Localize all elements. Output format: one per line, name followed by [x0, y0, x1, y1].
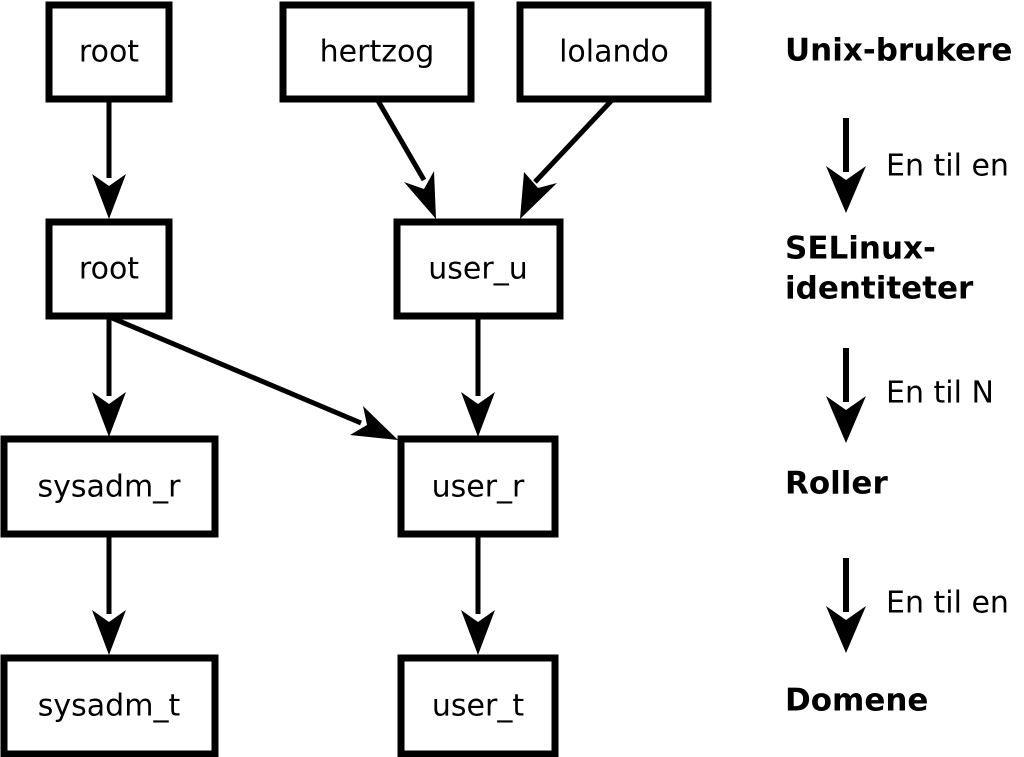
legend-level-selinux-identities-line2: identiteter	[785, 271, 974, 307]
node-unix-hertzog[interactable]: hertzog	[279, 1, 475, 103]
edge-sysadm-r-to-sysadm-t	[92, 537, 126, 655]
node-label: user_t	[432, 689, 524, 724]
legend-relation-label-2: En til N	[886, 376, 994, 411]
legend-relation-label-1: En til en	[886, 149, 1009, 184]
legend-level-domains: Domene	[785, 683, 928, 719]
node-unix-lolando[interactable]: lolando	[516, 1, 712, 103]
node-label: user_u	[428, 252, 527, 287]
node-label: root	[79, 252, 139, 287]
node-domain-sysadm-t[interactable]: sysadm_t	[0, 654, 219, 757]
legend-arrow-one-to-n	[826, 348, 866, 443]
edge-unix-root-to-id-root	[92, 99, 126, 219]
node-identity-root[interactable]: root	[45, 218, 173, 320]
node-label: sysadm_r	[38, 470, 182, 505]
legend-arrow-one-to-one-1	[826, 118, 866, 213]
edge-id-root-to-sysadm-r	[92, 318, 126, 437]
legend-column: Unix-brukere En til en SELinux- identite…	[785, 33, 1012, 719]
legend-level-roles: Roller	[785, 466, 888, 502]
legend-level-unix-users: Unix-brukere	[785, 33, 1012, 69]
edge-id-root-to-user-r	[111, 315, 398, 440]
node-label: lolando	[559, 35, 669, 70]
node-unix-root[interactable]: root	[45, 1, 173, 103]
legend-arrow-one-to-one-2	[826, 558, 866, 653]
legend-relation-label-3: En til en	[886, 586, 1009, 621]
node-label: user_r	[432, 470, 525, 505]
node-label: root	[79, 35, 139, 70]
edge-group	[92, 97, 615, 655]
node-role-sysadm-r[interactable]: sysadm_r	[0, 435, 219, 538]
node-identity-user-u[interactable]: user_u	[393, 218, 564, 320]
edge-lolando-to-user-u	[520, 97, 615, 219]
edge-user-r-to-user-t	[461, 537, 495, 655]
node-role-user-r[interactable]: user_r	[397, 435, 559, 538]
node-label: hertzog	[320, 35, 435, 70]
edge-user-u-to-user-r	[461, 318, 495, 437]
legend-level-selinux-identities-line1: SELinux-	[785, 231, 936, 267]
edge-hertzog-to-user-u	[374, 97, 436, 219]
node-label: sysadm_t	[38, 689, 181, 724]
node-domain-user-t[interactable]: user_t	[397, 654, 559, 757]
